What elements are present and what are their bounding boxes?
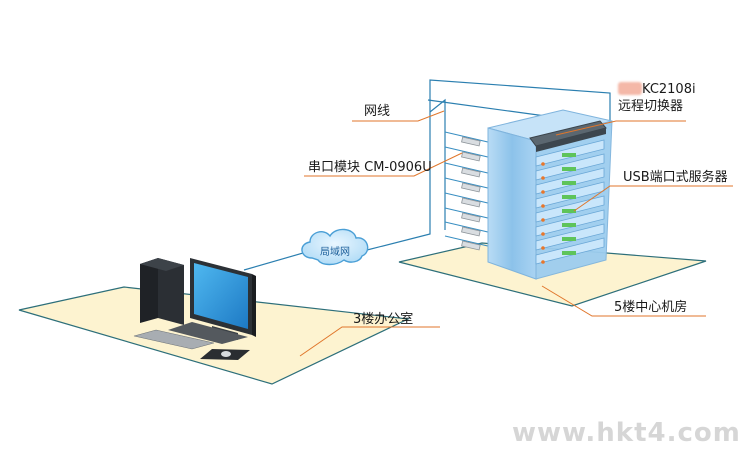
kvm-model-label: KC2108i <box>618 82 696 98</box>
keyboard <box>133 329 215 350</box>
network-cable-label: 网线 <box>364 104 391 119</box>
network-cables <box>243 79 611 271</box>
serial-module-label: 串口模块 CM-0906U <box>308 160 432 175</box>
watermark: www.hkt4.com <box>512 418 741 448</box>
lan-cloud-icon <box>301 228 369 266</box>
kvm-model-suffix: KC2108i <box>642 82 696 97</box>
machine-room-label: 5楼中心机房 <box>614 300 688 315</box>
office-label: 3楼办公室 <box>353 312 414 327</box>
server-rack <box>487 109 613 280</box>
kvm-name-label: 远程切换器 <box>618 99 684 114</box>
leader-lines <box>299 110 733 357</box>
monitor-screen <box>194 263 248 329</box>
usb-server-label: USB端口式服务器 <box>623 170 728 185</box>
lan-cloud-label: 局域网 <box>320 247 350 258</box>
blurred-brand <box>618 82 642 95</box>
office-computer <box>133 258 256 360</box>
